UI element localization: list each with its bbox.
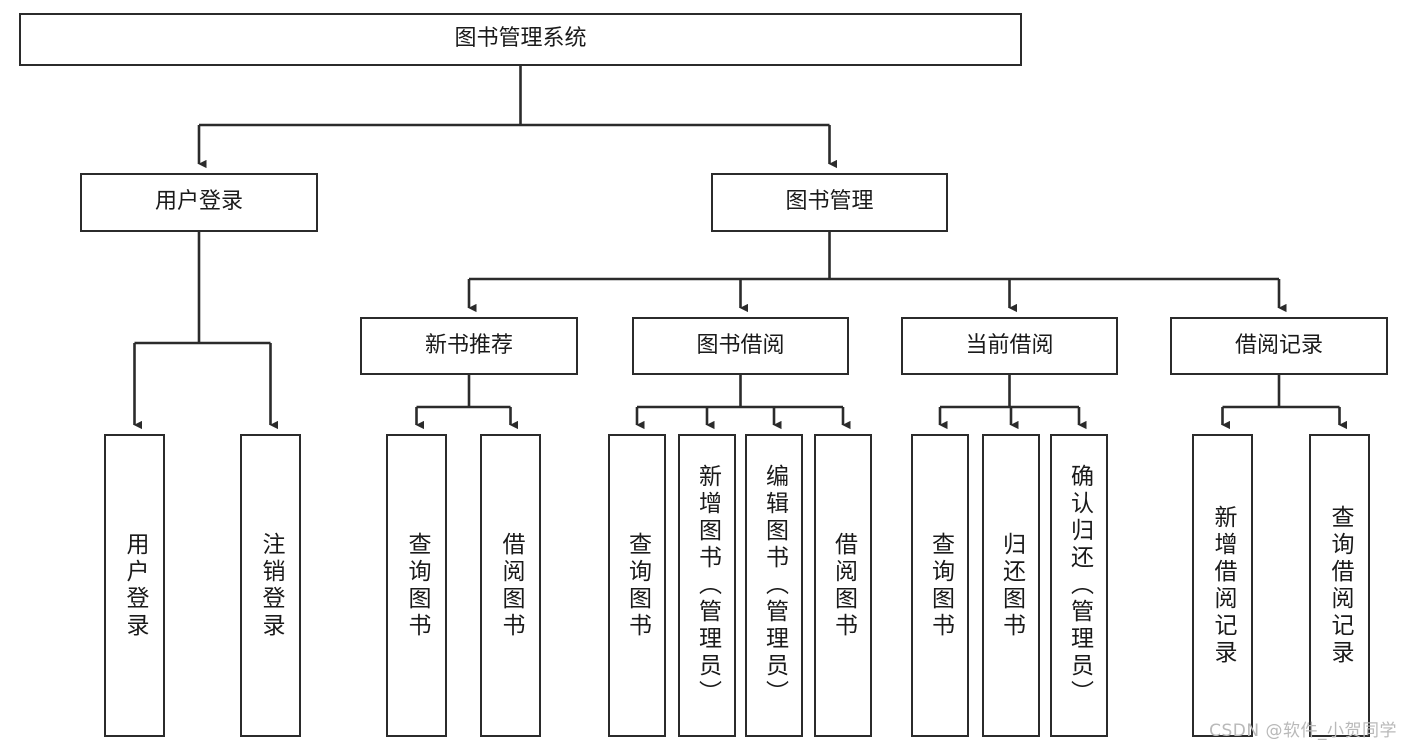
node-label: 查询图书	[624, 531, 651, 640]
node-label: 确认归还（管理员）	[1066, 464, 1093, 707]
node-label: 借阅图书	[498, 531, 524, 640]
node-label: 图书管理	[785, 189, 874, 215]
node-l3-13[interactable]: 查询借阅记录	[1309, 434, 1370, 737]
node-label: 图书管理系统	[454, 26, 587, 52]
node-label: 新增图书（管理员）	[694, 464, 721, 707]
node-l1-book[interactable]: 图书管理	[711, 173, 948, 232]
node-l3-9[interactable]: 查询图书	[911, 434, 969, 737]
node-l3-11[interactable]: 确认归还（管理员）	[1050, 434, 1108, 737]
node-label: 借阅图书	[830, 531, 857, 640]
node-l3-8[interactable]: 借阅图书	[814, 434, 872, 737]
node-label: 查询图书	[927, 531, 954, 640]
node-l3-2[interactable]: 注销登录	[240, 434, 301, 737]
node-label: 借阅记录	[1234, 332, 1323, 358]
node-root[interactable]: 图书管理系统	[19, 13, 1022, 66]
node-l2-current[interactable]: 当前借阅	[901, 317, 1118, 375]
node-l2-borrow[interactable]: 图书借阅	[632, 317, 849, 375]
node-l3-5[interactable]: 查询图书	[608, 434, 666, 737]
node-label: 查询借阅记录	[1327, 504, 1353, 667]
node-l3-10[interactable]: 归还图书	[982, 434, 1040, 737]
node-label: 当前借阅	[965, 332, 1054, 358]
node-l3-7[interactable]: 编辑图书（管理员）	[745, 434, 803, 737]
node-l3-4[interactable]: 借阅图书	[480, 434, 541, 737]
node-l3-6[interactable]: 新增图书（管理员）	[678, 434, 736, 737]
node-label: 用户登录	[122, 531, 148, 640]
node-l3-12[interactable]: 新增借阅记录	[1192, 434, 1253, 737]
node-label: 归还图书	[998, 531, 1025, 640]
node-label: 查询图书	[404, 531, 430, 640]
watermark-text: CSDN @软件_小贺同学	[1209, 721, 1397, 741]
node-l1-login[interactable]: 用户登录	[80, 173, 318, 232]
node-label: 图书借阅	[696, 332, 785, 358]
node-l2-newbook[interactable]: 新书推荐	[360, 317, 578, 375]
node-l2-record[interactable]: 借阅记录	[1170, 317, 1388, 375]
node-label: 新书推荐	[424, 332, 513, 358]
node-label: 用户登录	[154, 189, 243, 215]
node-label: 编辑图书（管理员）	[761, 464, 788, 707]
node-label: 新增借阅记录	[1210, 504, 1236, 667]
node-l3-3[interactable]: 查询图书	[386, 434, 447, 737]
node-l3-1[interactable]: 用户登录	[104, 434, 165, 737]
node-label: 注销登录	[258, 531, 284, 640]
